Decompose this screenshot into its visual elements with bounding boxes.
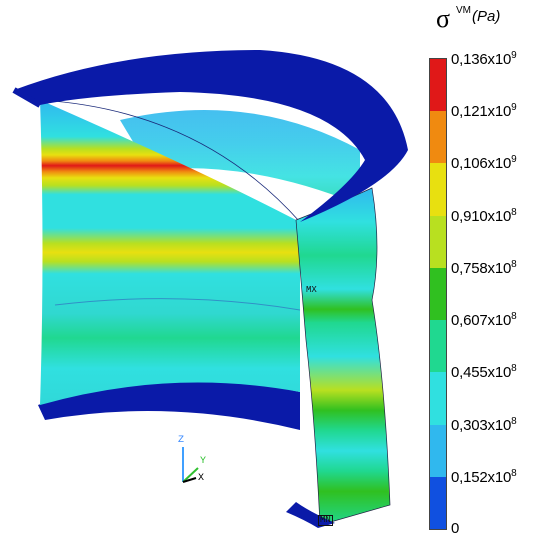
legend-title: σ VM (Pa) [436,4,500,34]
color-scale-tick-label: 0,910x108 [451,206,517,225]
legend-unit: (Pa) [472,8,501,25]
color-scale-segment [430,320,446,373]
axis-label-y: Y [200,456,207,467]
cut-section-face [295,187,391,526]
color-scale-segment [430,215,446,269]
color-scale-bar [429,58,447,530]
color-scale-segment [430,424,446,478]
color-scale-segment [430,59,446,112]
min-marker: MN [318,515,333,526]
legend-superscript: VM [456,5,471,16]
color-scale-tick-label: 0,136x109 [451,50,517,68]
bottom-foot [286,502,335,528]
axis-label-x: X [198,473,205,484]
color-scale-tick-label: 0 [451,520,460,537]
axis-label-z: Z [178,435,185,446]
color-scale-tick-label: 0,455x108 [451,363,517,382]
inner-back-wall [120,110,360,205]
color-scale-tick-label: 0,121x109 [451,102,517,121]
color-scale-segment [430,476,446,530]
color-scale-segment [430,372,446,426]
color-scale-tick-label: 0,758x108 [451,258,517,277]
color-scale-tick-label: 0,303x108 [451,415,517,434]
color-scale-segment [430,111,446,164]
color-scale-tick-label: 0,607x108 [451,311,517,330]
color-scale-tick-label: 0,152x108 [451,467,517,486]
axis-triad [182,447,199,483]
top-flange [14,50,408,222]
max-marker: MX [306,285,317,295]
color-scale-tick-label: 0,106x109 [451,154,517,173]
color-scale-segment [430,163,446,217]
bottom-flange [38,378,300,430]
legend-symbol: σ [436,4,451,33]
outer-wall [40,100,300,405]
color-scale-segment [430,267,446,321]
